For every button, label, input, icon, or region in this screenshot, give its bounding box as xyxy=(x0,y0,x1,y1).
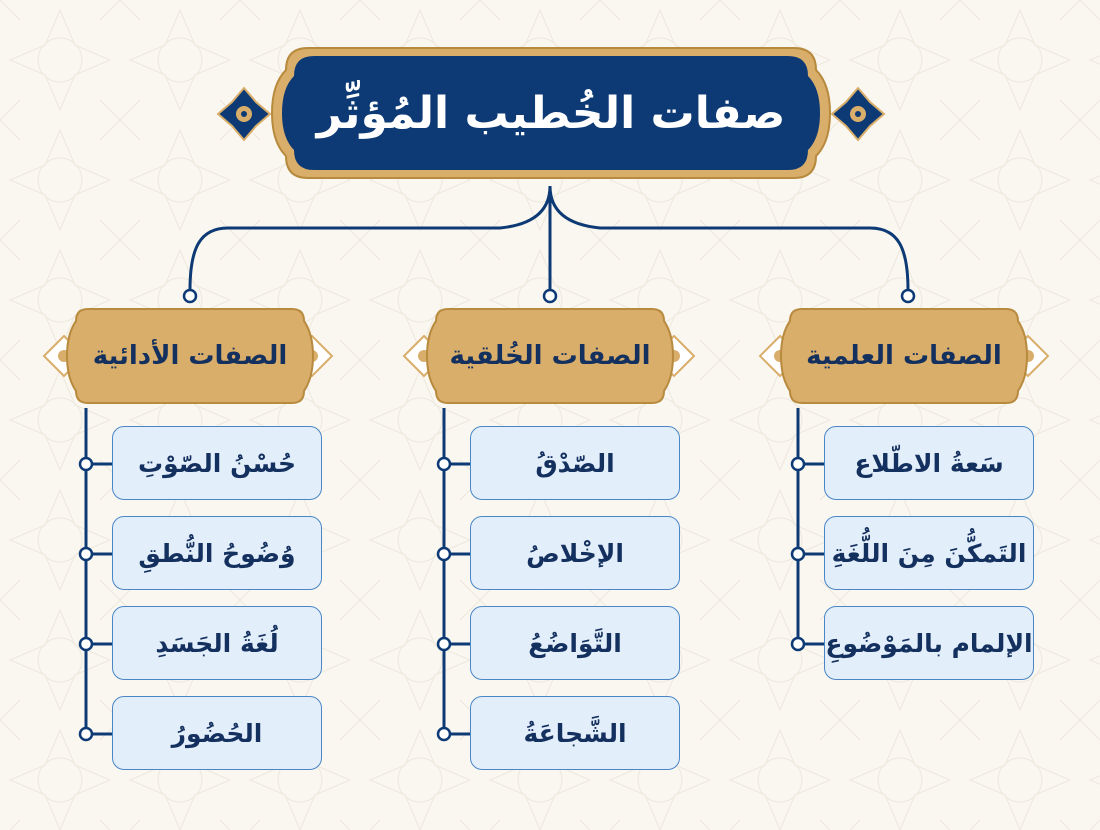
category-frame xyxy=(425,308,675,404)
list-item: وُضُوحُ النُّطقِ xyxy=(112,516,322,590)
arabesque-ornament-icon xyxy=(216,86,272,142)
list-item: سَعةُ الاطّلاع xyxy=(824,426,1034,500)
category-label: الصفات الخُلقية xyxy=(449,341,651,371)
list-item: الإخْلاصُ xyxy=(470,516,680,590)
diagram-title-box: صفات الخُطيب المُؤثِّر xyxy=(268,44,834,182)
category-label: الصفات العلمية xyxy=(806,341,1002,371)
connector-dots xyxy=(78,288,916,742)
list-item: حُسْنُ الصّوْتِ xyxy=(112,426,322,500)
arabesque-ornament-icon xyxy=(830,86,886,142)
list-item: التَّوَاضُعُ xyxy=(470,606,680,680)
list-item: الصّدْقُ xyxy=(470,426,680,500)
category-frame xyxy=(65,308,315,404)
category-box-moral: الصفات الخُلقية xyxy=(424,306,676,406)
diagram-title: صفات الخُطيب المُؤثِّر xyxy=(316,87,786,139)
list-item: لُغَةُ الجَسَدِ xyxy=(112,606,322,680)
category-box-scholarly: الصفات العلمية xyxy=(778,306,1030,406)
list-item: الإلمام بالمَوْضُوعِ xyxy=(824,606,1034,680)
title-frame xyxy=(270,47,832,179)
category-frame xyxy=(779,308,1029,404)
list-item: الشَّجاعَةُ xyxy=(470,696,680,770)
list-item: التَمكُّنَ مِنَ اللُّغَةِ xyxy=(824,516,1034,590)
category-label: الصفات الأدائية xyxy=(92,341,288,371)
list-item: الحُضُورُ xyxy=(112,696,322,770)
category-box-performance: الصفات الأدائية xyxy=(64,306,316,406)
